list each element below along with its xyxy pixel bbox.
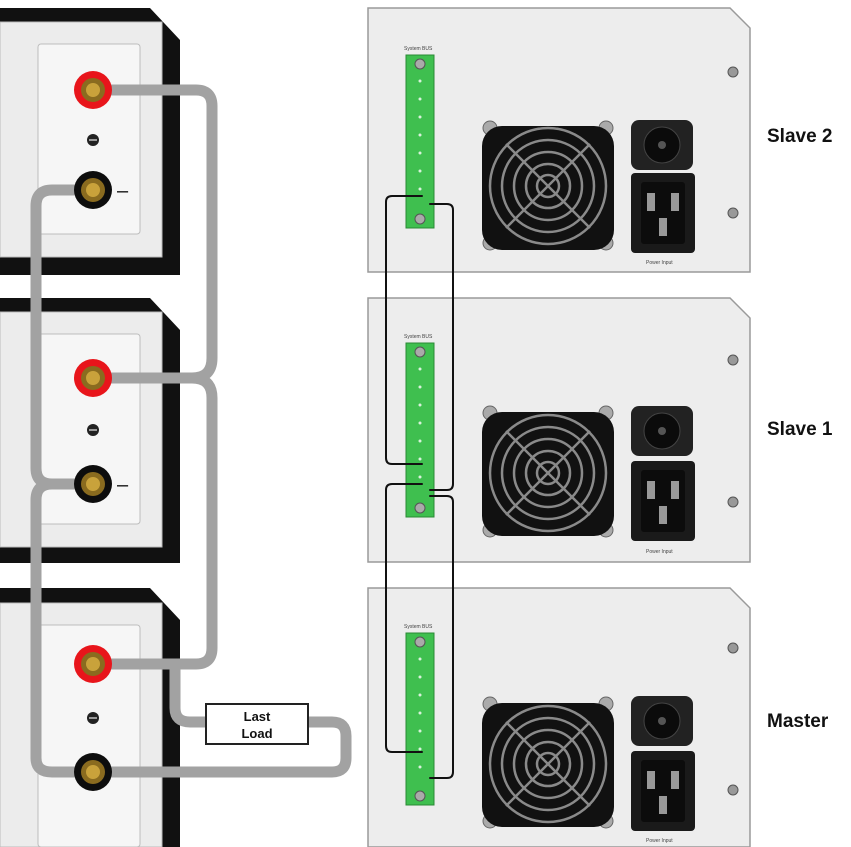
front-panel-top bbox=[0, 8, 180, 275]
last-load-box: Last Load bbox=[205, 703, 309, 745]
load-label-line1: Last bbox=[243, 709, 271, 724]
rear-panel-slave1: System BUS bbox=[367, 297, 751, 563]
fan-icon bbox=[482, 120, 614, 251]
terminal-positive-icon bbox=[74, 71, 112, 109]
power-inlet-icon bbox=[631, 751, 695, 831]
positive-cable-mid bbox=[87, 372, 218, 670]
power-inlet-icon bbox=[631, 461, 695, 541]
screw-icon bbox=[87, 712, 99, 724]
rear-panel-slave2: System BUS bbox=[367, 7, 751, 273]
negative-cable-mid bbox=[30, 478, 99, 778]
load-label-line2: Load bbox=[241, 726, 273, 741]
terminal-negative-icon bbox=[74, 171, 112, 209]
bus-label: System BUS bbox=[404, 624, 433, 630]
power-switch-icon bbox=[631, 120, 693, 170]
rear-panels: System BUS bbox=[367, 7, 751, 847]
screw-icon bbox=[87, 134, 99, 146]
terminal-negative-icon bbox=[74, 465, 112, 503]
negative-cable-load bbox=[87, 716, 352, 778]
rear-panel-master: System BUS bbox=[367, 587, 751, 847]
terminal-negative-icon bbox=[74, 753, 112, 791]
minus-sign: – bbox=[117, 180, 129, 202]
unit-label-master: Master bbox=[767, 711, 829, 732]
minus-sign: – bbox=[117, 474, 129, 496]
screw-icon bbox=[87, 424, 99, 436]
positive-cable-load bbox=[169, 658, 212, 728]
power-input-label: Power Input bbox=[646, 838, 673, 844]
unit-label-slave1: Slave 1 bbox=[767, 419, 833, 440]
bus-label: System BUS bbox=[404, 46, 433, 52]
power-switch-icon bbox=[631, 696, 693, 746]
bus-label: System BUS bbox=[404, 334, 433, 340]
terminals: – – bbox=[74, 71, 129, 791]
power-input-label: Power Input bbox=[646, 260, 673, 266]
system-bus-wiring bbox=[385, 195, 454, 779]
power-switch-icon bbox=[631, 406, 693, 456]
fan-icon bbox=[482, 696, 614, 829]
power-input-label: Power Input bbox=[646, 549, 673, 555]
unit-label-slave2: Slave 2 bbox=[767, 126, 833, 147]
terminal-positive-icon bbox=[74, 359, 112, 397]
load-cables bbox=[30, 84, 352, 778]
power-inlet-icon bbox=[631, 173, 695, 253]
terminal-positive-icon bbox=[74, 645, 112, 683]
fan-icon bbox=[482, 405, 614, 538]
